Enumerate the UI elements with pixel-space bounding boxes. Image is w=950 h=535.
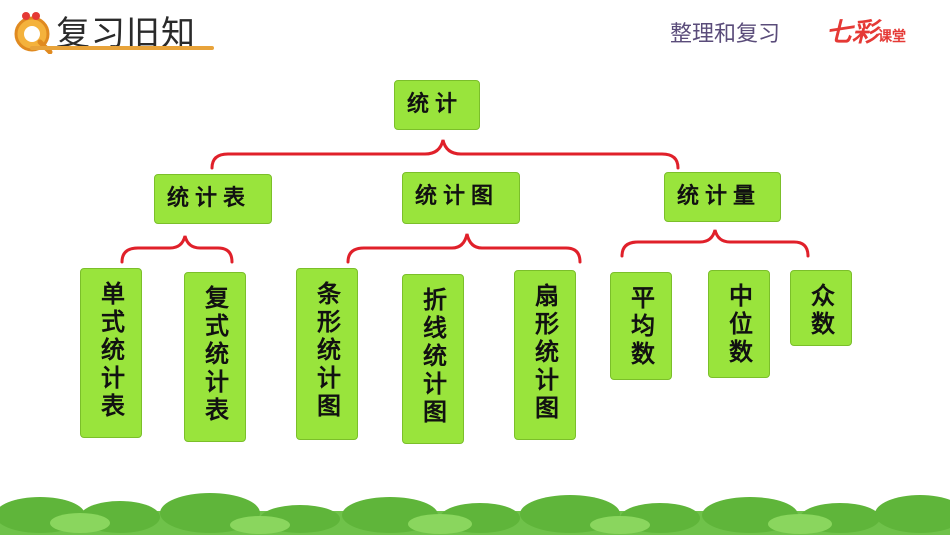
node-statistics-measure: 统计量	[664, 172, 781, 222]
grass-decoration	[0, 493, 950, 535]
brand-suffix: 课堂	[878, 29, 907, 45]
node-statistics-graph: 统计图	[402, 172, 520, 224]
node-bar-graph: 条形统计图	[296, 268, 358, 440]
title-underline	[30, 46, 214, 50]
node-mean: 平均数	[610, 272, 672, 380]
node-compound-table: 复式统计表	[184, 272, 246, 442]
node-pie-graph: 扇形统计图	[514, 270, 576, 440]
brace-graph	[346, 233, 582, 264]
node-simple-table: 单式统计表	[80, 268, 142, 438]
brand-name: 七彩	[826, 18, 879, 48]
node-median: 中位数	[708, 270, 770, 378]
node-line-graph: 折线统计图	[402, 274, 464, 444]
brace-table	[120, 235, 234, 264]
brace-root	[210, 139, 680, 170]
node-root: 统计	[394, 80, 480, 130]
node-statistics-table: 统计表	[154, 174, 272, 224]
node-mode: 众数	[790, 270, 852, 346]
section-subtitle: 整理和复习	[670, 22, 781, 47]
brand-logo: 七彩课堂	[826, 12, 906, 49]
brace-measure	[620, 229, 810, 258]
